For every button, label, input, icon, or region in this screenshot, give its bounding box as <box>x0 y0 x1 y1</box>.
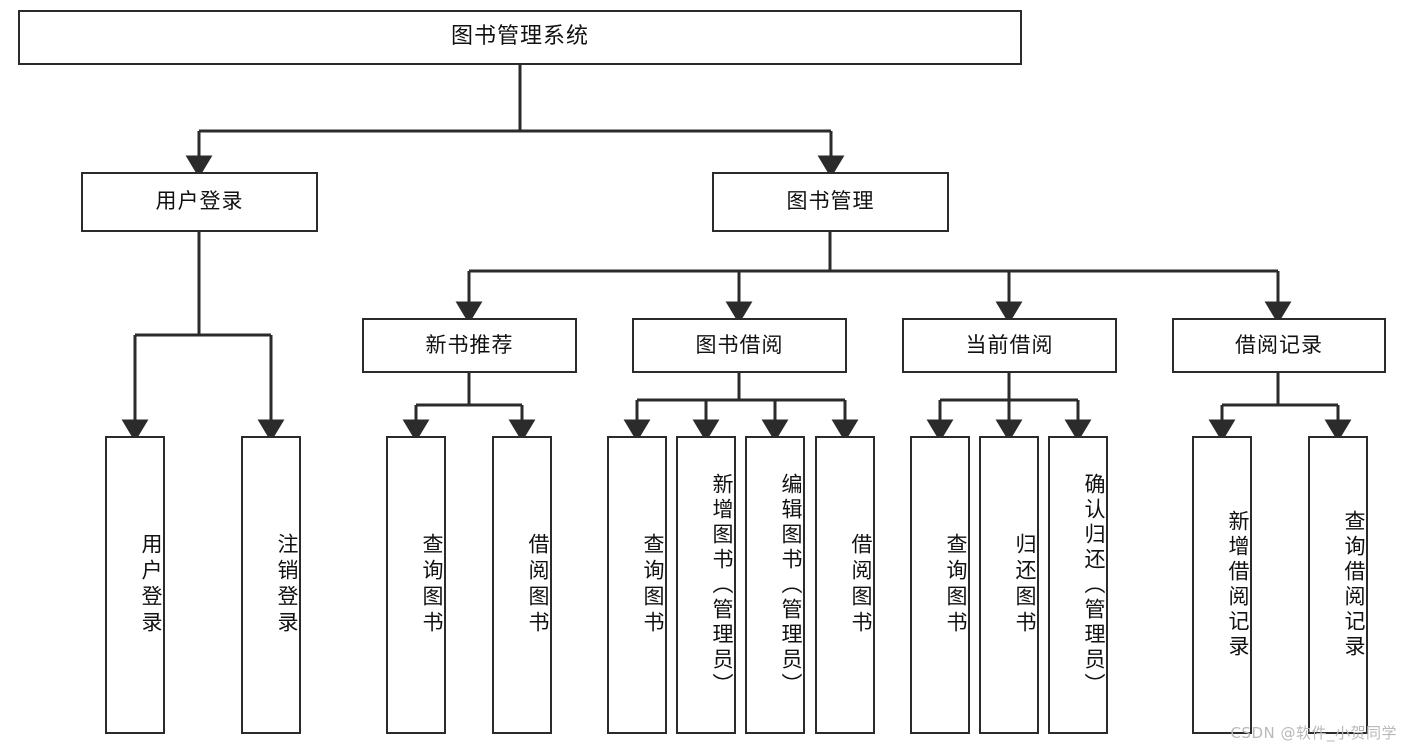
node-leaf-edit-book[interactable]: 编辑图书（管理员） <box>745 436 805 734</box>
csdn-watermark: CSDN @软件_小贺同学 <box>1230 724 1397 742</box>
node-root[interactable]: 图书管理系统 <box>18 10 1022 65</box>
node-borrow-record[interactable]: 借阅记录 <box>1172 318 1386 373</box>
node-leaf-query-book-2[interactable]: 查询图书 <box>607 436 667 734</box>
node-leaf-borrow-book-2[interactable]: 借阅图书 <box>815 436 875 734</box>
node-book-borrow[interactable]: 图书借阅 <box>632 318 847 373</box>
node-leaf-return-book[interactable]: 归还图书 <box>979 436 1039 734</box>
node-leaf-logout[interactable]: 注销登录 <box>241 436 301 734</box>
node-leaf-user-login[interactable]: 用户登录 <box>105 436 165 734</box>
node-leaf-query-record[interactable]: 查询借阅记录 <box>1308 436 1368 734</box>
node-user-login[interactable]: 用户登录 <box>81 172 318 232</box>
node-current-borrow[interactable]: 当前借阅 <box>902 318 1117 373</box>
node-leaf-query-book-3[interactable]: 查询图书 <box>910 436 970 734</box>
node-book-manage[interactable]: 图书管理 <box>712 172 949 232</box>
node-leaf-query-book-1[interactable]: 查询图书 <box>386 436 446 734</box>
node-leaf-borrow-book-1[interactable]: 借阅图书 <box>492 436 552 734</box>
node-leaf-add-book[interactable]: 新增图书（管理员） <box>676 436 736 734</box>
node-new-book-rec[interactable]: 新书推荐 <box>362 318 577 373</box>
node-leaf-add-record[interactable]: 新增借阅记录 <box>1192 436 1252 734</box>
node-leaf-confirm-return[interactable]: 确认归还（管理员） <box>1048 436 1108 734</box>
